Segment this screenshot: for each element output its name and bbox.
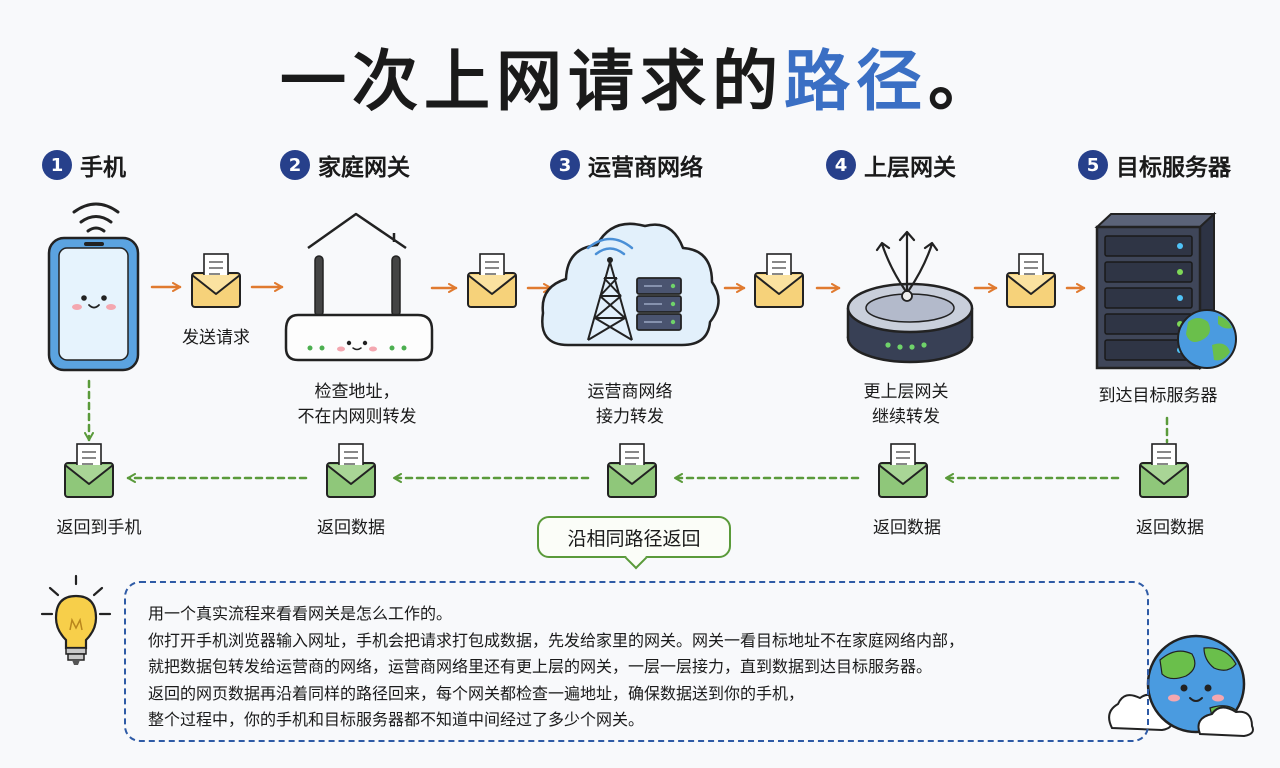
upper-gateway-label-line: 更上层网关 [863,382,949,402]
globe-icon [1177,309,1237,369]
step-number: 1 [42,150,72,180]
send-request-label: 发送请求 [182,328,250,348]
step-phone: 1 手机 [42,147,126,183]
envelope-icon [607,443,657,498]
phone-icon [47,236,140,372]
isp-label: 运营商网络 接力转发 [560,380,700,430]
router-label-line: 不在内网则转发 [297,407,417,427]
envelope-icon [754,253,804,308]
envelope-icon [191,253,241,308]
upper-gateway-label: 更上层网关 继续转发 [836,380,976,430]
server-icon [1094,211,1217,371]
return-data-label: 返回数据 [1136,518,1204,538]
envelope-icon [1139,443,1189,498]
step-label: 家庭网关 [318,155,410,181]
explanation-line: 就把数据包转发给运营商的网络，运营商网络里还有更上层的网关，一层一层接力，直到数… [148,657,933,676]
explanation-line: 整个过程中，你的手机和目标服务器都不知道中间经过了多少个网关。 [148,710,645,729]
return-data-label: 返回数据 [873,518,941,538]
step-number: 5 [1078,150,1108,180]
explanation-line: 用一个真实流程来看看网关是怎么工作的。 [148,604,453,623]
gateway-icon [846,230,974,364]
explanation-line: 你打开手机浏览器输入网址，手机会把请求打包成数据，先发给家里的网关。网关一看目标… [148,630,965,650]
return-to-phone-label: 返回到手机 [56,518,142,538]
title-end: 。 [928,43,1000,120]
title-accent: 路径 [784,43,928,120]
explanation-box: 用一个真实流程来看看网关是怎么工作的。 你打开手机浏览器输入网址，手机会把请求打… [124,581,1149,742]
lightbulb-icon [40,574,112,665]
envelope-icon [326,443,376,498]
upper-gateway-label-line: 继续转发 [872,407,940,427]
return-data-label: 返回数据 [317,518,385,538]
envelope-icon [1006,253,1056,308]
step-home-gateway: 2 家庭网关 [280,147,410,183]
step-number: 3 [550,150,580,180]
step-number: 2 [280,150,310,180]
title-main: 一次上网请求的 [280,43,784,120]
isp-label-line: 接力转发 [596,407,664,427]
server-label: 到达目标服务器 [1098,386,1218,406]
step-label: 目标服务器 [1116,155,1231,181]
step-upper-gateway: 4 上层网关 [826,147,956,183]
step-isp-network: 3 运营商网络 [550,147,703,183]
step-label: 手机 [80,155,126,181]
wifi-icon [72,202,120,233]
explanation-line: 返回的网页数据再沿着同样的路径回来，每个网关都检查一遍地址，确保数据送到你的手机… [148,683,805,703]
cell-tower-icon [541,222,720,347]
step-label: 运营商网络 [588,155,703,181]
envelope-icon [878,443,928,498]
page-title: 一次上网请求的路径。 [0,28,1280,124]
step-number: 4 [826,150,856,180]
envelope-icon [64,443,114,498]
step-target-server: 5 目标服务器 [1078,147,1231,183]
envelope-icon [467,253,517,308]
router-label: 检查地址， 不在内网则转发 [280,380,434,430]
isp-label-line: 运营商网络 [587,382,673,402]
router-icon [284,212,434,362]
same-path-callout: 沿相同路径返回 [537,516,731,558]
step-label: 上层网关 [864,155,956,181]
router-label-line: 检查地址， [314,382,400,402]
